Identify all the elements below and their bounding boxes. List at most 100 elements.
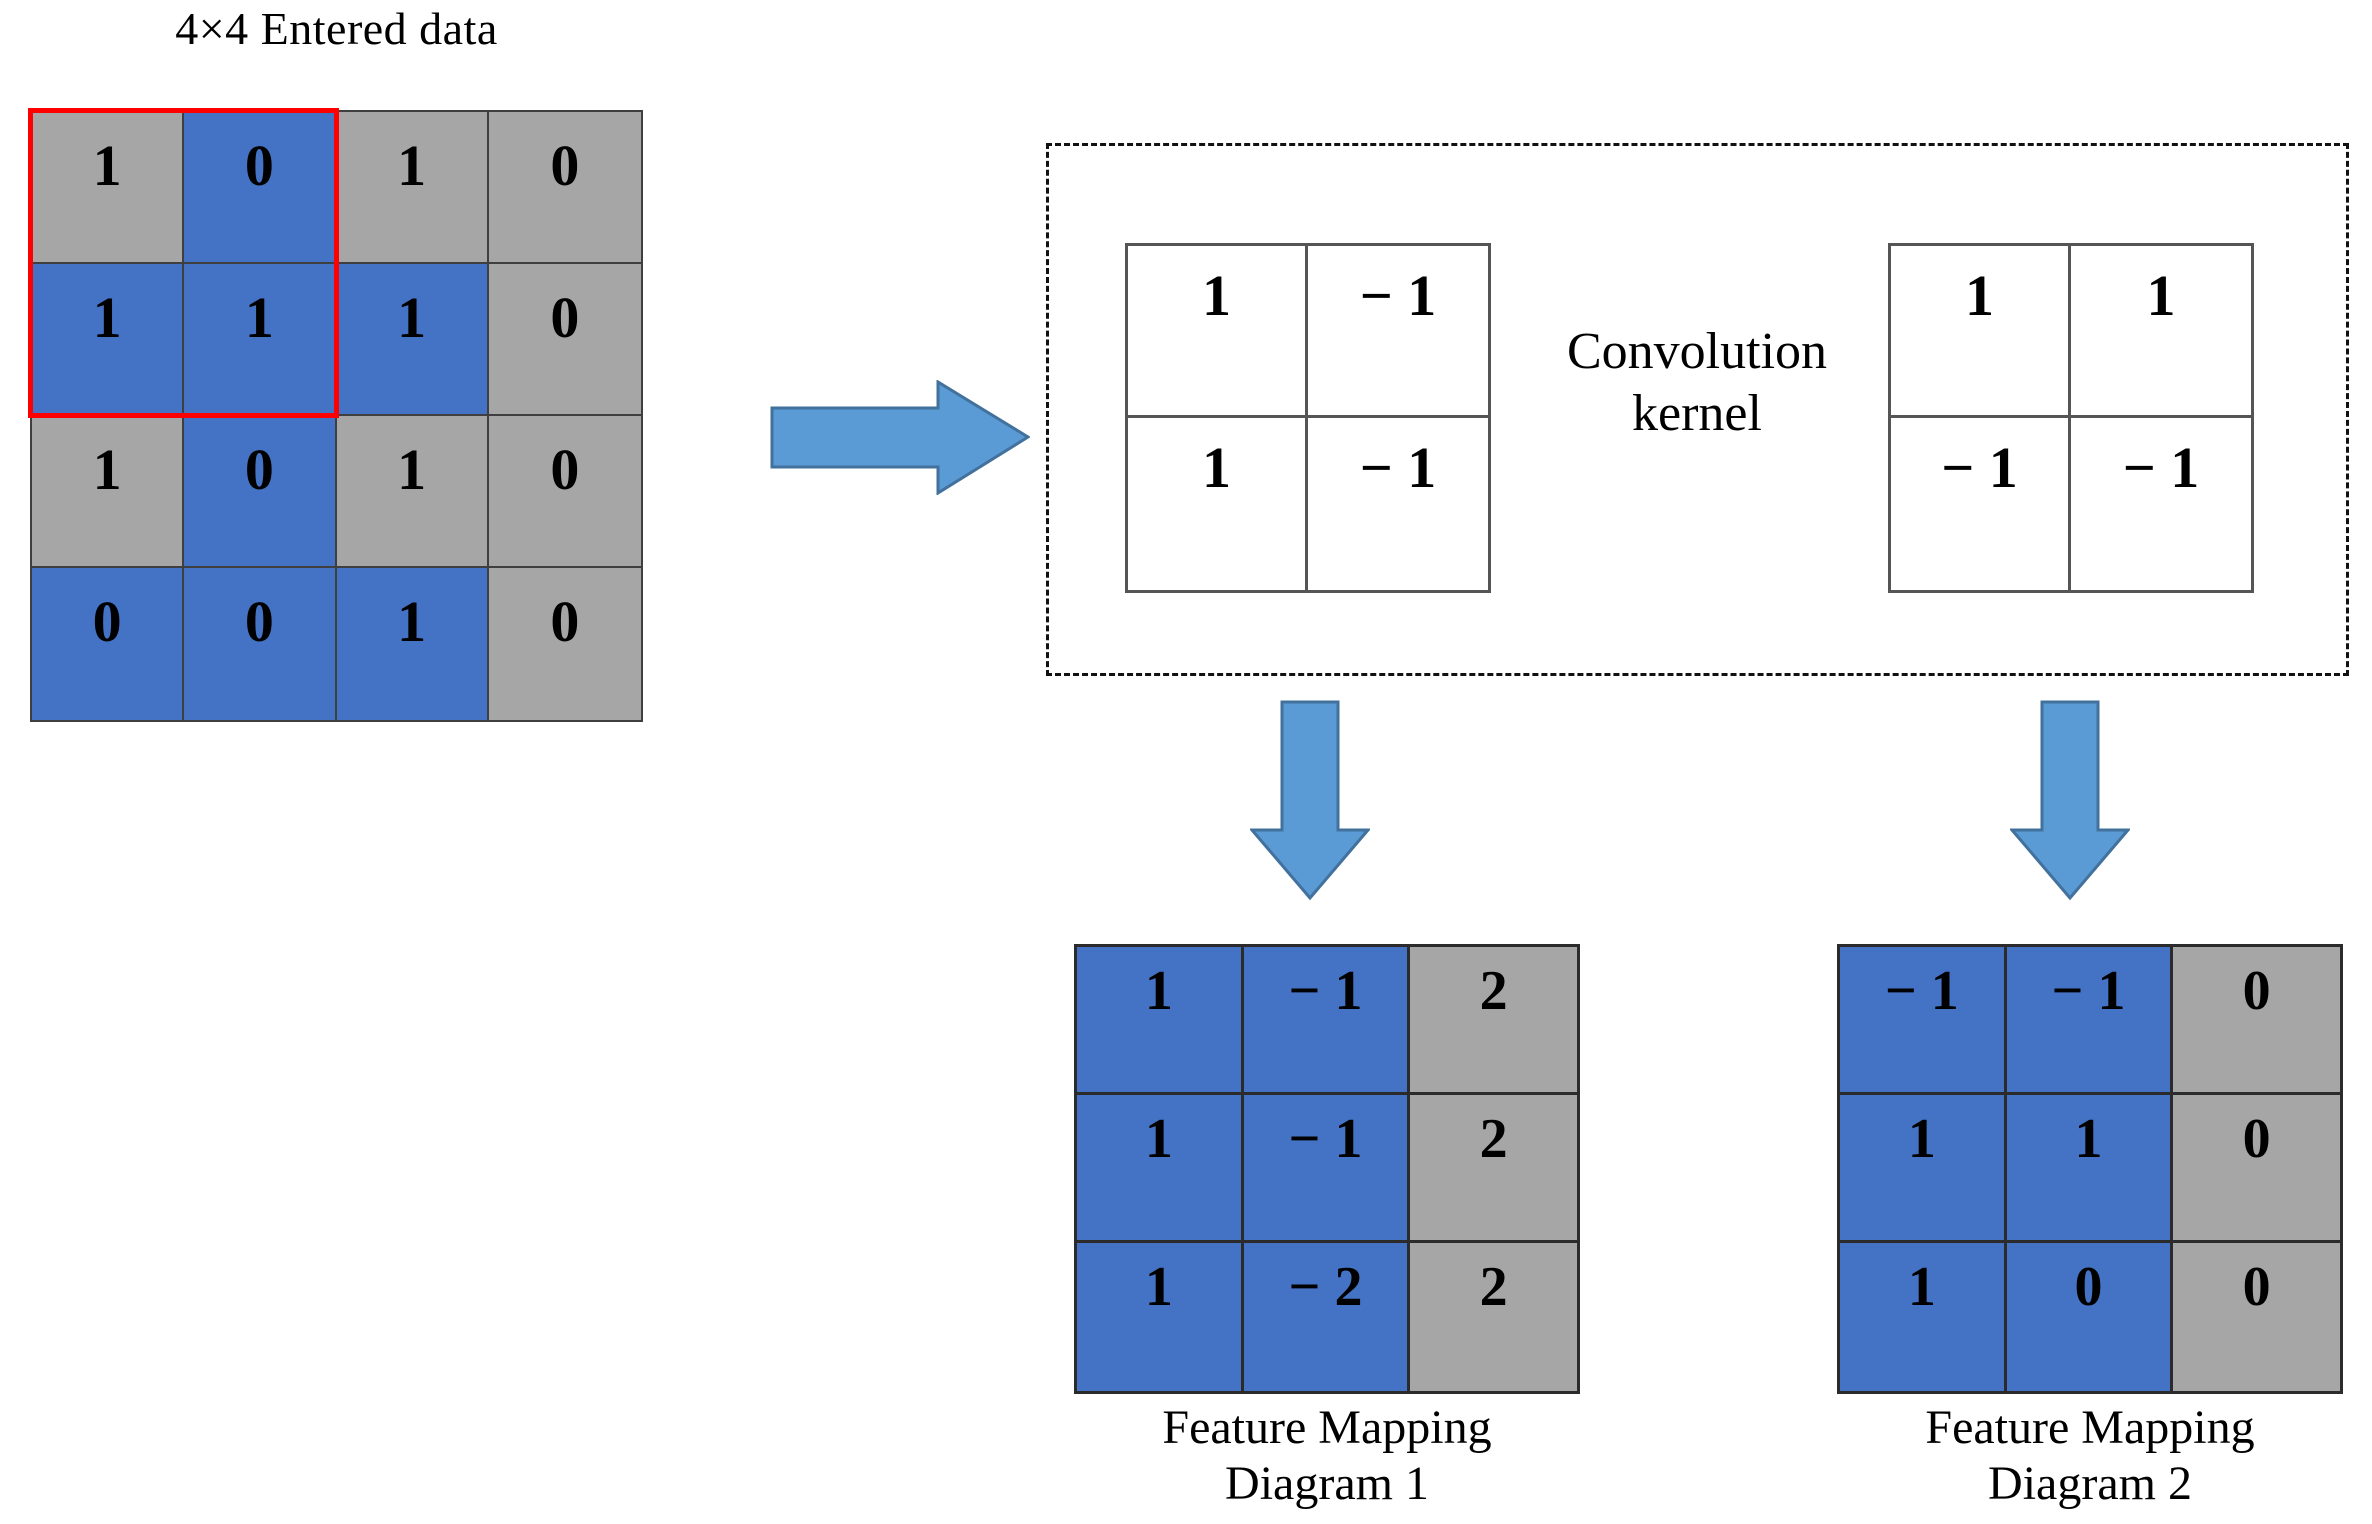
input-cell-value: 0 bbox=[550, 285, 580, 350]
feature-map-cell-value: 2 bbox=[1479, 1108, 1508, 1170]
feature-map-1-cell-r2-c0: 1 bbox=[1077, 1243, 1244, 1391]
feature-map-cell-value: − 1 bbox=[1288, 1108, 1363, 1170]
feature-map-2-cell-r0-c1: − 1 bbox=[2006, 947, 2174, 1095]
input-cell-r3-c1: 0 bbox=[184, 568, 337, 720]
input-cell-value: 1 bbox=[397, 437, 427, 502]
feature-map-1-cell-r0-c1: − 1 bbox=[1243, 947, 1411, 1095]
feature-map-2-cell-r1-c2: 0 bbox=[2173, 1095, 2340, 1243]
feature-map-1: 1 − 1 2 1 − 1 2 1 − 2 2 bbox=[1074, 944, 1580, 1394]
feature-map-cell-value: 2 bbox=[1479, 960, 1508, 1022]
feature-map-2-cell-r0-c0: − 1 bbox=[1840, 947, 2007, 1095]
kernel-cell-value: − 1 bbox=[1359, 263, 1437, 328]
arrow-down-icon-2 bbox=[2008, 700, 2132, 901]
feature-map-2: − 1 − 1 0 1 1 0 1 0 0 bbox=[1837, 944, 2343, 1394]
convolution-kernel-2: 1 1 − 1 − 1 bbox=[1888, 243, 2254, 593]
feature-map-1-cell-r1-c2: 2 bbox=[1410, 1095, 1577, 1243]
kernel-cell-value: 1 bbox=[1202, 263, 1231, 328]
feature-map-cell-value: 0 bbox=[2242, 960, 2271, 1022]
input-cell-r1-c0: 1 bbox=[32, 264, 185, 416]
feature-map-cell-value: − 1 bbox=[1288, 960, 1363, 1022]
input-cell-r1-c3: 0 bbox=[488, 264, 641, 416]
input-cell-value: 1 bbox=[92, 133, 122, 198]
input-cell-value: 1 bbox=[397, 133, 427, 198]
feature-map-cell-value: 2 bbox=[1479, 1256, 1508, 1318]
feature-map-1-caption-line-1: Feature Mapping bbox=[1162, 1401, 1492, 1454]
kernel-cell-value: − 1 bbox=[1941, 435, 2018, 500]
kernel-2-cell-r1-c0: − 1 bbox=[1891, 418, 2071, 590]
arrow-right-icon bbox=[770, 379, 1031, 496]
input-cell-value: 0 bbox=[244, 589, 274, 654]
convolution-kernel-label: Convolution kernel bbox=[1517, 321, 1877, 445]
input-cell-value: 0 bbox=[92, 589, 122, 654]
convolution-kernel-1: 1 − 1 1 − 1 bbox=[1125, 243, 1491, 593]
input-matrix-title: 4×4 Entered data bbox=[175, 3, 498, 54]
kernel-2-cell-r0-c1: 1 bbox=[2071, 246, 2251, 418]
input-cell-r0-c2: 1 bbox=[336, 112, 489, 264]
feature-map-2-cell-r1-c1: 1 bbox=[2006, 1095, 2174, 1243]
feature-map-2-cell-r1-c0: 1 bbox=[1840, 1095, 2007, 1243]
feature-map-2-caption-line-2: Diagram 2 bbox=[1988, 1457, 2192, 1510]
feature-map-2-caption-line-1: Feature Mapping bbox=[1925, 1401, 2255, 1454]
feature-map-2-cell-r2-c0: 1 bbox=[1840, 1243, 2007, 1391]
input-cell-r2-c2: 1 bbox=[336, 416, 489, 568]
feature-map-cell-value: 1 bbox=[1144, 1256, 1173, 1318]
kernel-1-cell-r0-c1: − 1 bbox=[1308, 246, 1488, 418]
kernel-label-line-2: kernel bbox=[1632, 385, 1762, 442]
feature-map-cell-value: 0 bbox=[2242, 1256, 2271, 1318]
input-cell-r2-c3: 0 bbox=[488, 416, 641, 568]
feature-map-cell-value: 0 bbox=[2074, 1256, 2103, 1318]
feature-map-1-caption: Feature Mapping Diagram 1 bbox=[1047, 1400, 1607, 1512]
kernel-cell-value: − 1 bbox=[2122, 435, 2200, 500]
input-cell-value: 0 bbox=[550, 437, 580, 502]
input-cell-value: 1 bbox=[92, 437, 122, 502]
feature-map-1-cell-r0-c2: 2 bbox=[1410, 947, 1577, 1095]
input-cell-value: 1 bbox=[92, 285, 122, 350]
input-cell-r1-c2: 1 bbox=[336, 264, 489, 416]
feature-map-2-cell-r0-c2: 0 bbox=[2173, 947, 2340, 1095]
kernel-label-line-1: Convolution bbox=[1566, 323, 1828, 380]
input-cell-value: 0 bbox=[244, 437, 274, 502]
input-cell-r1-c1: 1 bbox=[184, 264, 337, 416]
feature-map-1-cell-r2-c2: 2 bbox=[1410, 1243, 1577, 1391]
feature-map-2-cell-r2-c2: 0 bbox=[2173, 1243, 2340, 1391]
input-cell-r2-c1: 0 bbox=[184, 416, 337, 568]
feature-map-cell-value: 1 bbox=[1907, 1256, 1936, 1318]
input-cell-r3-c0: 0 bbox=[32, 568, 185, 720]
kernel-1-cell-r1-c1: − 1 bbox=[1308, 418, 1488, 590]
feature-map-cell-value: 1 bbox=[2074, 1108, 2103, 1170]
input-cell-r0-c3: 0 bbox=[488, 112, 641, 264]
kernel-2-cell-r1-c1: − 1 bbox=[2071, 418, 2251, 590]
feature-map-1-cell-r1-c0: 1 bbox=[1077, 1095, 1244, 1243]
input-cell-r3-c2: 1 bbox=[336, 568, 489, 720]
input-cell-value: 0 bbox=[550, 589, 580, 654]
input-cell-value: 0 bbox=[550, 133, 580, 198]
arrow-down-icon-1 bbox=[1248, 700, 1372, 901]
feature-map-cell-value: − 1 bbox=[1884, 960, 1959, 1022]
input-cell-r0-c1: 0 bbox=[184, 112, 337, 264]
feature-map-cell-value: 1 bbox=[1144, 960, 1173, 1022]
kernel-cell-value: − 1 bbox=[1359, 435, 1437, 500]
input-cell-r3-c3: 0 bbox=[488, 568, 641, 720]
kernel-cell-value: 1 bbox=[1202, 435, 1231, 500]
feature-map-cell-value: − 1 bbox=[2051, 960, 2126, 1022]
kernel-1-cell-r0-c0: 1 bbox=[1128, 246, 1308, 418]
feature-map-cell-value: 1 bbox=[1907, 1108, 1936, 1170]
feature-map-1-cell-r0-c0: 1 bbox=[1077, 947, 1244, 1095]
feature-map-cell-value: 0 bbox=[2242, 1108, 2271, 1170]
input-cell-value: 1 bbox=[397, 589, 427, 654]
kernel-cell-value: 1 bbox=[2146, 263, 2176, 328]
input-cell-r2-c0: 1 bbox=[32, 416, 185, 568]
feature-map-1-cell-r2-c1: − 2 bbox=[1243, 1243, 1411, 1391]
feature-map-2-cell-r2-c1: 0 bbox=[2006, 1243, 2174, 1391]
input-cell-value: 0 bbox=[244, 133, 274, 198]
feature-map-cell-value: − 2 bbox=[1288, 1256, 1363, 1318]
feature-map-1-caption-line-2: Diagram 1 bbox=[1225, 1457, 1429, 1510]
convolution-kernel-panel: 1 − 1 1 − 1 Convolution kernel 1 1 − 1 − 1 bbox=[1046, 143, 2349, 676]
kernel-cell-value: 1 bbox=[1965, 263, 1994, 328]
input-cell-value: 1 bbox=[397, 285, 427, 350]
kernel-1-cell-r1-c0: 1 bbox=[1128, 418, 1308, 590]
feature-map-1-cell-r1-c1: − 1 bbox=[1243, 1095, 1411, 1243]
input-cell-r0-c0: 1 bbox=[32, 112, 185, 264]
